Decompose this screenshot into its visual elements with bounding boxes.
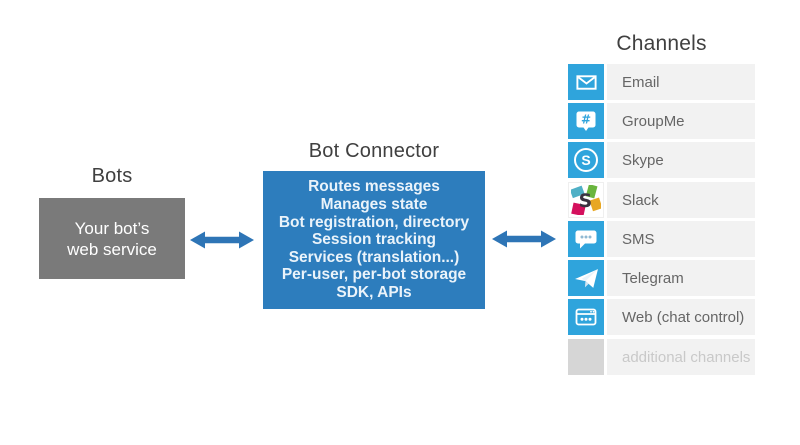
web-chat-icon [568, 299, 604, 335]
channel-label: GroupMe [622, 112, 685, 130]
bot-connector-box: Routes messages Manages state Bot regist… [263, 171, 485, 309]
channel-row-groupme: # GroupMe [568, 103, 755, 139]
telegram-icon [568, 260, 604, 296]
channel-row-additional: additional channels [568, 339, 755, 375]
channel-label: Email [622, 73, 660, 91]
connector-line: Bot registration, directory [278, 213, 470, 231]
svg-text:S: S [579, 191, 593, 212]
bots-web-service-box: Your bot’s web service [39, 198, 185, 279]
channels-title: Channels [616, 32, 707, 55]
channel-label: Skype [622, 151, 664, 169]
channel-row-sms: SMS [568, 221, 755, 257]
bots-box-line2: web service [67, 239, 157, 259]
connector-line: Routes messages [308, 178, 440, 196]
bots-title: Bots [91, 165, 133, 187]
svg-text:#: # [581, 113, 591, 127]
connector-line: Per-user, per-bot storage [281, 266, 467, 284]
sms-icon [568, 221, 604, 257]
double-arrow-icon [190, 231, 254, 249]
slack-icon: S [568, 182, 604, 218]
channel-row-skype: S Skype [568, 142, 755, 178]
skype-icon: S [568, 142, 604, 178]
channel-row-telegram: Telegram [568, 260, 755, 296]
channel-label: SMS [622, 230, 655, 248]
channel-label: Telegram [622, 269, 684, 287]
blank-tile [568, 339, 604, 375]
connector-line: SDK, APIs [336, 283, 412, 301]
channel-label: Slack [622, 191, 659, 209]
channel-row-web: Web (chat control) [568, 299, 755, 335]
email-icon [568, 64, 604, 100]
bot-connector-title: Bot Connector [308, 140, 440, 162]
channel-label: additional channels [622, 348, 751, 366]
double-arrow-icon [492, 230, 556, 248]
channel-label: Web (chat control) [622, 308, 745, 326]
connector-line: Manages state [320, 196, 428, 214]
bots-box-line1: Your bot’s [74, 218, 150, 238]
connector-line: Services (translation...) [288, 248, 460, 266]
groupme-icon: # [568, 103, 604, 139]
connector-line: Session tracking [311, 231, 437, 249]
channel-row-email: Email [568, 64, 755, 100]
channel-row-slack: S Slack [568, 182, 755, 218]
